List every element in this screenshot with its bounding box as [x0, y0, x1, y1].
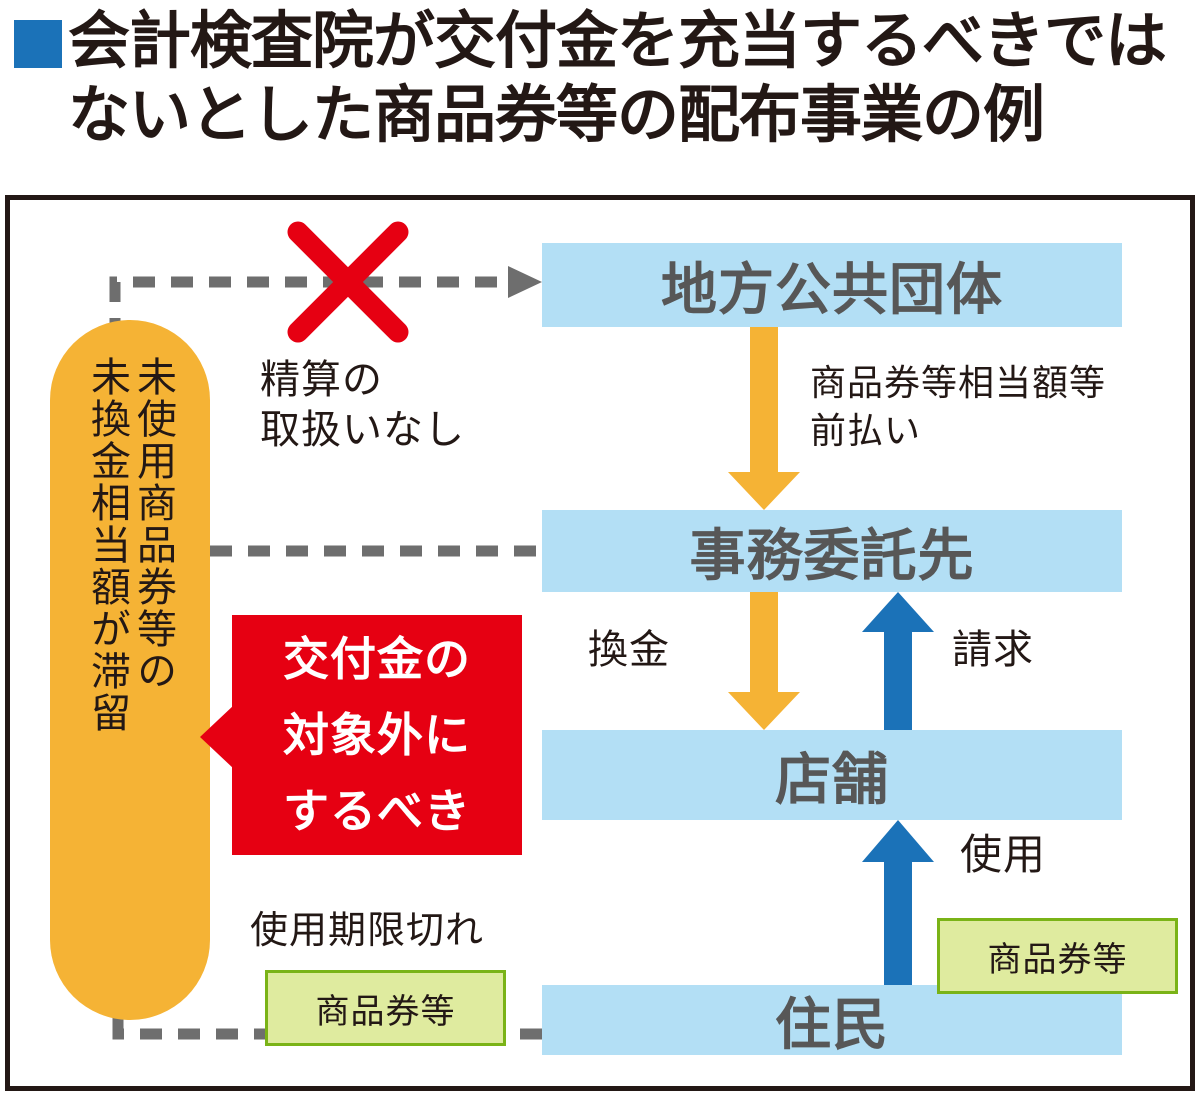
arrow-prepay: [728, 327, 800, 510]
node-resident-label: 住民: [775, 992, 889, 1058]
node-store[interactable]: 店舗: [542, 730, 1122, 820]
label-expired: 使用期限切れ: [250, 908, 485, 952]
label-use: 使用: [960, 830, 1047, 879]
red-x-icon: [287, 221, 409, 343]
coupon-chip-used[interactable]: 商品券等: [937, 918, 1178, 994]
diagram-canvas: 地方公共団体 事務委託先 店舗 住民 未使用商品券等の 未換金相当額が滞留 交付…: [10, 200, 1190, 1086]
callout-unused-balance[interactable]: 未使用商品券等の 未換金相当額が滞留: [50, 320, 210, 1020]
label-cash-exchange: 換金: [588, 627, 670, 673]
headline-marker-icon: [14, 20, 62, 68]
node-store-label: 店舗: [775, 747, 889, 813]
node-local-government-label: 地方公共団体: [661, 257, 1003, 323]
arrow-cash-exchange: [728, 592, 800, 730]
label-claim: 請求: [952, 627, 1034, 673]
diagram-frame: 地方公共団体 事務委託先 店舗 住民 未使用商品券等の 未換金相当額が滞留 交付…: [5, 195, 1195, 1091]
node-outsourcing-agent[interactable]: 事務委託先: [542, 510, 1122, 592]
callout-unused-balance-line2: 未換金相当額が滞留: [84, 356, 130, 734]
page-title: 会計検査院が交付金を充当するべきでは ないとした商品券等の配布事業の例: [68, 4, 1167, 151]
node-outsourcing-agent-label: 事務委託先: [689, 523, 975, 589]
node-local-government[interactable]: 地方公共団体: [542, 243, 1122, 327]
coupon-chip-expired[interactable]: 商品券等: [265, 970, 506, 1046]
red-callout-pointer-icon: [200, 705, 234, 769]
arrow-use: [862, 820, 934, 1000]
callout-unused-balance-line1: 未使用商品券等の: [130, 356, 176, 692]
node-resident[interactable]: 住民: [542, 985, 1122, 1058]
callout-exclude-from-grant[interactable]: 交付金の 対象外に するべき: [232, 615, 522, 855]
callout-exclude-from-grant-label: 交付金の 対象外に するべき: [283, 632, 471, 838]
coupon-chip-expired-label: 商品券等: [315, 991, 456, 1032]
headline: 会計検査院が交付金を充当するべきでは ないとした商品券等の配布事業の例: [0, 0, 1200, 186]
label-no-settlement: 精算の 取扱いなし: [260, 357, 465, 453]
arrow-claim: [862, 592, 934, 730]
coupon-chip-used-label: 商品券等: [987, 939, 1128, 980]
label-prepay: 商品券等相当額等 前払い: [810, 363, 1107, 452]
